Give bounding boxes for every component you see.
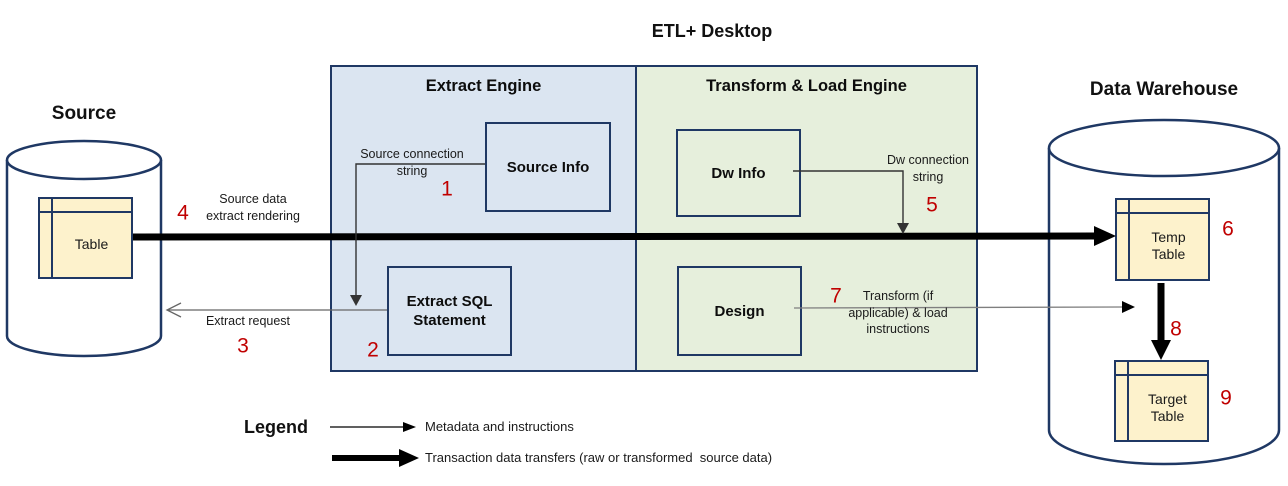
step-number-7: 7 (830, 284, 842, 308)
data-warehouse-title: Data Warehouse (1089, 79, 1239, 100)
step-number-8: 8 (1170, 317, 1182, 341)
legend-thin-arrow-icon (330, 422, 416, 432)
legend-metadata-label: Metadata and instructions (425, 419, 574, 434)
extract-sql-box: Extract SQL Statement (387, 266, 512, 356)
transform-load-engine-title: Transform & Load Engine (706, 77, 907, 95)
table-column-line (1128, 200, 1130, 279)
table-column-line (1127, 362, 1129, 440)
source-info-label: Source Info (506, 158, 590, 176)
table-header-line (40, 211, 131, 213)
table-column-line (51, 199, 53, 277)
dw-info-label: Dw Info (711, 164, 766, 182)
source-title: Source (51, 103, 117, 124)
step-number-3: 3 (237, 334, 249, 358)
dw-info-box: Dw Info (676, 129, 801, 217)
table-header-line (1117, 212, 1208, 214)
label-source-connection: Source connection string (360, 147, 464, 178)
temp-table-box: Temp Table (1115, 198, 1210, 281)
step-number-6: 6 (1222, 217, 1234, 241)
temp-table-label: Temp Table (1151, 229, 1186, 262)
design-label: Design (714, 302, 765, 320)
source-table-box: Table (38, 197, 133, 279)
diagram-title: ETL+ Desktop (651, 21, 773, 41)
step-number-5: 5 (926, 193, 938, 217)
arrow-temp-to-target (1151, 283, 1171, 360)
table-header-line (1116, 374, 1207, 376)
step-number-2: 2 (367, 338, 379, 362)
source-info-box: Source Info (485, 122, 611, 212)
extract-sql-label: Extract SQL Statement (406, 293, 493, 329)
source-table-label: Table (74, 236, 109, 252)
legend-title: Legend (243, 417, 308, 437)
target-table-label: Target Table (1148, 390, 1187, 424)
label-extract-request: Extract request (205, 314, 291, 328)
legend-transaction-label: Transaction data transfers (raw or trans… (425, 450, 773, 465)
label-design-instructions: Transform (if applicable) & load instruc… (848, 289, 948, 336)
label-source-data: Source data extract rendering (206, 192, 300, 223)
legend-thick-arrow-icon (332, 449, 419, 467)
design-box: Design (677, 266, 802, 356)
label-dw-connection: Dw connection string (887, 153, 969, 184)
step-number-9: 9 (1220, 386, 1232, 410)
step-number-1: 1 (441, 177, 453, 201)
target-table-box: Target Table (1114, 360, 1209, 442)
step-number-4: 4 (177, 201, 189, 225)
extract-engine-title: Extract Engine (425, 77, 542, 95)
